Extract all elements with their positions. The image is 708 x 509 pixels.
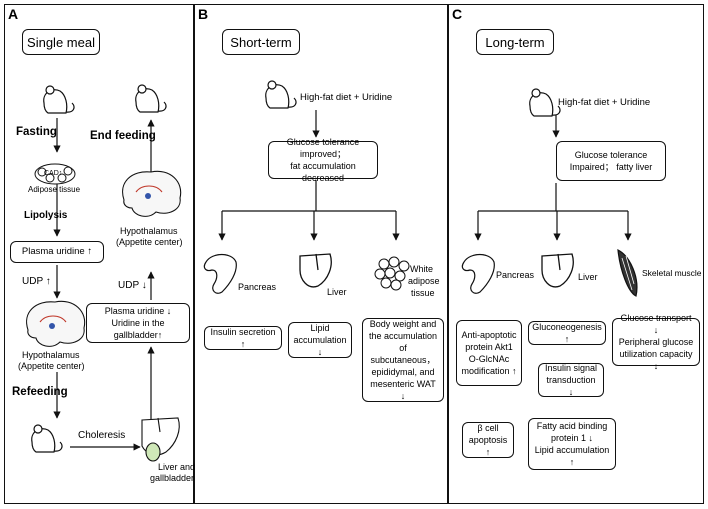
- c-beta-cell-box: β cell apoptosis ↑: [462, 422, 514, 458]
- hypothalamus-left-line2: (Appetite center): [18, 361, 85, 371]
- b-body-line3: of subcutaneous，: [370, 342, 436, 365]
- b-wat-line2: adipose: [408, 276, 440, 286]
- adipose-cells-icon: [374, 256, 410, 291]
- c-insulin-signal-line1: Insulin signal: [544, 362, 598, 373]
- mouse-icon: [43, 85, 75, 114]
- liver-icon: [299, 253, 332, 288]
- c-fabp-line3: Lipid accumulation ↑: [534, 445, 610, 468]
- gallbladder-box-line1: Plasma uridine ↓: [104, 305, 172, 316]
- b-effect-box: Glucose tolerance improved； fat accumula…: [268, 137, 378, 183]
- b-lipid-box: Lipid accumulation ↓: [288, 322, 352, 358]
- panel-c-letter: C: [452, 6, 463, 22]
- panel-c-title: Long-term: [476, 29, 554, 55]
- adipose-tissue-label: Adipose tissue: [28, 185, 81, 194]
- adipose-icon: [34, 163, 76, 185]
- c-muscle-label: Skeletal muscle: [642, 268, 702, 278]
- gallbladder-uridine-box: Plasma uridine ↓ Uridine in the gallblad…: [86, 303, 190, 343]
- panel-a-title: Single meal: [22, 29, 100, 55]
- c-effect-line2: Impaired； fatty liver: [569, 162, 653, 172]
- c-glucose-transport-box: Glucose transport ↓ Peripheral glucose u…: [612, 313, 700, 371]
- b-body-line5: mesenteric WAT ↓: [370, 379, 436, 402]
- c-diet-label: High-fat diet + Uridine: [558, 97, 651, 108]
- pancreas-icon: [461, 253, 495, 294]
- panel-c: [448, 4, 704, 504]
- c-gluconeogenesis-box: Gluconeogenesis ↑: [528, 321, 606, 345]
- mouse-icon: [135, 84, 167, 113]
- c-glucose-line3: utilization capacity ↓: [619, 349, 693, 372]
- c-akt-line2: protein Akt1: [465, 341, 513, 352]
- c-fabp-line2: protein 1 ↓: [550, 432, 594, 443]
- hypothalamus-right-line2: (Appetite center): [116, 237, 183, 247]
- b-body-line1: Body weight and: [369, 318, 437, 329]
- gallbladder-box-line2: Uridine in the gallbladder↑: [111, 317, 165, 341]
- lipolysis-label: Lipolysis: [24, 210, 68, 221]
- c-akt-line3: O-GlcNAc: [468, 354, 510, 364]
- b-body-weight-box: Body weight and the accumulation of subc…: [362, 318, 444, 402]
- c-effect-box: Glucose tolerance Impaired； fatty liver: [556, 141, 666, 181]
- brain-icon: [122, 170, 182, 217]
- c-pancreas-label: Pancreas: [496, 270, 535, 280]
- panel-a: [4, 4, 194, 504]
- liver-gallbladder-line2: gallbladder: [150, 473, 195, 483]
- udp-up-label: UDP ↑: [22, 276, 51, 287]
- refeeding-label: Refeeding: [12, 386, 68, 398]
- b-effect-line1: Glucose tolerance improved；: [286, 136, 360, 159]
- b-wat-line3: tissue: [411, 288, 435, 298]
- panel-b-title: Short-term: [222, 29, 300, 55]
- b-liver-label: Liver: [327, 287, 347, 297]
- b-body-line2: the accumulation: [368, 330, 438, 341]
- liver-icon: [541, 253, 574, 288]
- c-insulin-signal-box: Insulin signal transduction ↓: [538, 363, 604, 397]
- mouse-icon: [265, 80, 297, 109]
- b-lipid-line1: Lipid: [310, 322, 330, 333]
- fasting-label: Fasting: [16, 126, 57, 138]
- cad-label: CAD↑: [44, 170, 63, 177]
- mouse-icon: [31, 424, 63, 453]
- c-liver-label: Liver: [578, 272, 598, 282]
- udp-down-label: UDP ↓: [118, 280, 147, 291]
- liver-gallbladder-icon: [141, 417, 180, 462]
- c-beta-line2: apoptosis ↑: [468, 434, 508, 458]
- c-glucose-line1: Glucose transport ↓: [620, 312, 692, 335]
- b-pancreas-label: Pancreas: [238, 282, 277, 292]
- c-akt-line4: modification ↑: [461, 366, 517, 377]
- panel-a-letter: A: [8, 6, 19, 22]
- c-fabp-box: Fatty acid binding protein 1 ↓ Lipid acc…: [528, 418, 616, 470]
- c-akt-line1: Anti-apoptotic: [461, 329, 517, 340]
- b-wat-line1: White: [410, 264, 434, 274]
- end-feeding-label: End feeding: [90, 130, 156, 142]
- hypothalamus-right-line1: Hypothalamus: [120, 226, 178, 236]
- b-body-line4: epididymal, and: [371, 367, 435, 378]
- c-beta-line1: β cell: [477, 422, 499, 433]
- panel-b: [194, 4, 448, 504]
- c-insulin-signal-line2: transduction ↓: [546, 374, 596, 398]
- skeletal-muscle-icon: [617, 248, 638, 297]
- c-fabp-line1: Fatty acid binding: [536, 420, 608, 431]
- b-diet-label: High-fat diet + Uridine: [300, 92, 393, 103]
- hypothalamus-left-line1: Hypothalamus: [22, 350, 80, 360]
- pancreas-icon: [203, 253, 237, 294]
- panel-b-letter: B: [198, 6, 209, 22]
- mouse-icon: [529, 88, 561, 117]
- b-lipid-line2: accumulation ↓: [293, 334, 347, 358]
- c-glucose-line2: Peripheral glucose: [618, 336, 694, 347]
- brain-icon: [26, 300, 86, 347]
- liver-gallbladder-line1: Liver and: [158, 462, 196, 472]
- b-insulin-box: Insulin secretion ↑: [204, 326, 282, 350]
- c-effect-line1: Glucose tolerance: [574, 149, 648, 160]
- b-effect-line2: fat accumulation decreased: [290, 161, 356, 184]
- choleresis-label: Choleresis: [78, 430, 126, 441]
- c-akt-box: Anti-apoptotic protein Akt1 O-GlcNAc mod…: [456, 320, 522, 386]
- plasma-uridine-up-box: Plasma uridine ↑: [10, 241, 104, 263]
